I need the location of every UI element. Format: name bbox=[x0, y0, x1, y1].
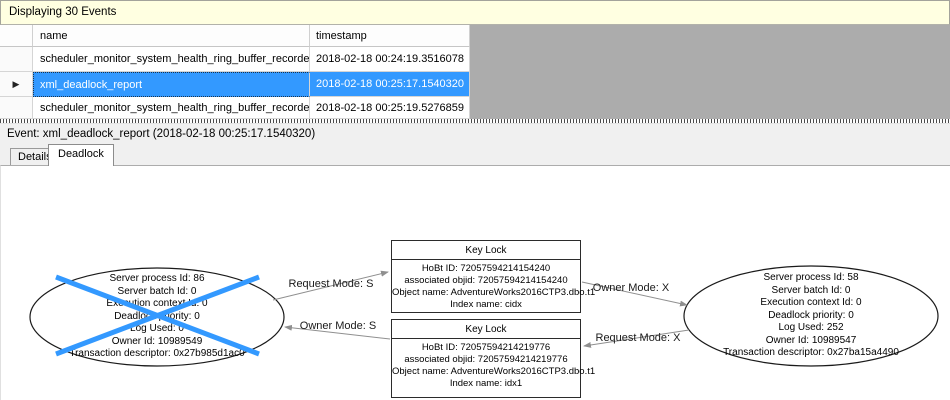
resource-title: Key Lock bbox=[392, 241, 580, 260]
resource-title: Key Lock bbox=[392, 320, 580, 339]
process-attr: Owner Id: 10989547 bbox=[765, 334, 857, 346]
resource-attr: associated objid: 72057594214219776 bbox=[404, 354, 568, 365]
process-attr: Execution context Id: 0 bbox=[760, 297, 862, 308]
edge-request-s bbox=[272, 270, 389, 301]
cell-name[interactable]: scheduler_monitor_system_health_ring_buf… bbox=[33, 47, 310, 72]
edge-owner-x bbox=[581, 281, 688, 307]
resource-attr: HoBt ID: 72057594214219776 bbox=[421, 342, 551, 353]
cell-timestamp[interactable]: 2018-02-18 00:25:17.1540320 bbox=[310, 72, 470, 97]
tab-deadlock[interactable]: Deadlock bbox=[48, 144, 114, 166]
resource-attr: Object name: AdventureWorks2016CTP3.dbo.… bbox=[392, 287, 596, 298]
row-header-cell[interactable] bbox=[0, 97, 33, 119]
resource-node-key-lock-top[interactable]: Key Lock HoBt ID: 72057594214154240 asso… bbox=[391, 240, 596, 313]
edge-owner-s bbox=[284, 324, 391, 340]
table-row-selected[interactable]: ▶ xml_deadlock_report 2018-02-18 00:25:1… bbox=[0, 72, 950, 97]
current-row-indicator-icon: ▶ bbox=[12, 78, 20, 89]
event-summary: Event: xml_deadlock_report (2018-02-18 0… bbox=[0, 123, 950, 144]
process-attr: Server process Id: 86 bbox=[109, 273, 205, 284]
resource-attr: Index name: cidx bbox=[450, 299, 522, 310]
grid-header-filler bbox=[470, 25, 950, 47]
process-attr: Transaction descriptor: 0x27b985d1ac0 bbox=[69, 348, 245, 359]
column-header-name[interactable]: name bbox=[33, 25, 310, 47]
edge-label-owner-x: Owner Mode: X bbox=[592, 282, 670, 294]
process-attr: Log Used: 252 bbox=[778, 322, 844, 333]
process-attr: Transaction descriptor: 0x27ba15a4490 bbox=[723, 347, 899, 358]
process-node-text: Server process Id: 58 Server batch Id: 0… bbox=[681, 272, 941, 360]
resource-attr: Index name: idx1 bbox=[449, 378, 523, 389]
events-count-bar: Displaying 30 Events bbox=[0, 0, 950, 25]
grid-header-row: name timestamp bbox=[0, 25, 950, 47]
process-attr: Execution context Id: 0 bbox=[106, 298, 208, 309]
edge-request-x bbox=[583, 329, 690, 348]
process-attr: Log Used: 0 bbox=[130, 323, 184, 334]
resource-attrs: HoBt ID: 72057594214154240 associated ob… bbox=[392, 260, 596, 311]
cell-name[interactable]: xml_deadlock_report bbox=[33, 72, 310, 97]
tab-strip: Details Deadlock bbox=[0, 144, 950, 166]
resource-attr: HoBt ID: 72057594214154240 bbox=[421, 263, 551, 274]
process-node[interactable] bbox=[683, 265, 939, 367]
cell-timestamp[interactable]: 2018-02-18 00:24:19.3516078 bbox=[310, 47, 470, 72]
process-attr: Server process Id: 58 bbox=[763, 272, 859, 283]
resource-node-key-lock-bottom[interactable]: Key Lock HoBt ID: 72057594214219776 asso… bbox=[391, 319, 596, 398]
resource-attrs: HoBt ID: 72057594214219776 associated ob… bbox=[392, 339, 596, 390]
process-node-victim-text: Server process Id: 86 Server batch Id: 0… bbox=[27, 273, 287, 361]
row-header-cell[interactable]: ▶ bbox=[0, 72, 33, 97]
table-row[interactable]: scheduler_monitor_system_health_ring_buf… bbox=[0, 97, 950, 119]
resource-attr: Object name: AdventureWorks2016CTP3.dbo.… bbox=[392, 366, 596, 377]
cell-name[interactable]: scheduler_monitor_system_health_ring_buf… bbox=[33, 97, 310, 119]
events-grid: name timestamp scheduler_monitor_system_… bbox=[0, 25, 950, 119]
process-attr: Server batch Id: 0 bbox=[771, 284, 851, 296]
process-attr: Deadlock priority: 0 bbox=[114, 310, 200, 322]
edge-label-owner-s: Owner Mode: S bbox=[299, 320, 377, 332]
deadlock-graph-pane: Server process Id: 86 Server batch Id: 0… bbox=[0, 165, 950, 400]
process-attr: Owner Id: 10989549 bbox=[111, 335, 203, 347]
table-row[interactable]: scheduler_monitor_system_health_ring_buf… bbox=[0, 47, 950, 72]
tab-details[interactable]: Details bbox=[10, 148, 60, 165]
column-header-timestamp[interactable]: timestamp bbox=[310, 25, 470, 47]
edge-label-request-s: Request Mode: S bbox=[288, 278, 374, 290]
edge-label-request-x: Request Mode: X bbox=[595, 332, 681, 344]
grid-row-filler bbox=[470, 97, 950, 119]
grid-splitter[interactable] bbox=[0, 119, 950, 123]
cell-timestamp[interactable]: 2018-02-18 00:25:19.5276859 bbox=[310, 97, 470, 119]
process-attr: Deadlock priority: 0 bbox=[768, 309, 854, 321]
row-header-cell[interactable] bbox=[0, 47, 33, 72]
grid-corner-cell[interactable] bbox=[0, 25, 33, 47]
process-attr: Server batch Id: 0 bbox=[117, 285, 197, 297]
grid-row-filler bbox=[470, 47, 950, 72]
grid-row-filler bbox=[470, 72, 950, 97]
resource-attr: associated objid: 72057594214154240 bbox=[404, 275, 568, 286]
